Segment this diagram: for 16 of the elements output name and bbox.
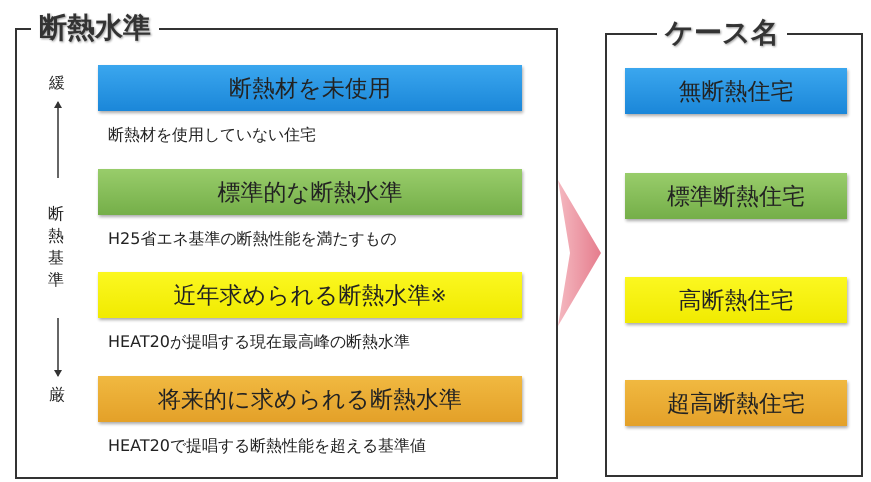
description-text: H25省エネ基準の断熱性能を満たすもの	[108, 229, 396, 250]
level-bar: 高断熱住宅	[625, 277, 847, 323]
description-text: HEAT20で提唱する断熱性能を超える基準値	[108, 436, 426, 457]
level-bar: 無断熱住宅	[625, 68, 847, 114]
level-bar: 標準的な断熱水準	[98, 169, 522, 215]
axis-end-label: 緩	[49, 73, 65, 94]
axis-end-label: 厳	[49, 385, 65, 406]
panel-heading: 断熱水準	[31, 11, 159, 45]
level-bar: 超高断熱住宅	[625, 380, 847, 426]
chevron-arrow	[558, 180, 601, 326]
level-bar: 標準断熱住宅	[625, 173, 847, 219]
level-bar: 断熱材を未使用	[98, 65, 522, 111]
level-bar: 将来的に求められる断熱水準	[98, 376, 522, 422]
axis-label: 断熱基準	[48, 203, 65, 291]
description-text: 断熱材を使用していない住宅	[108, 125, 316, 146]
description-text: HEAT20が提唱する現在最高峰の断熱水準	[108, 332, 410, 353]
